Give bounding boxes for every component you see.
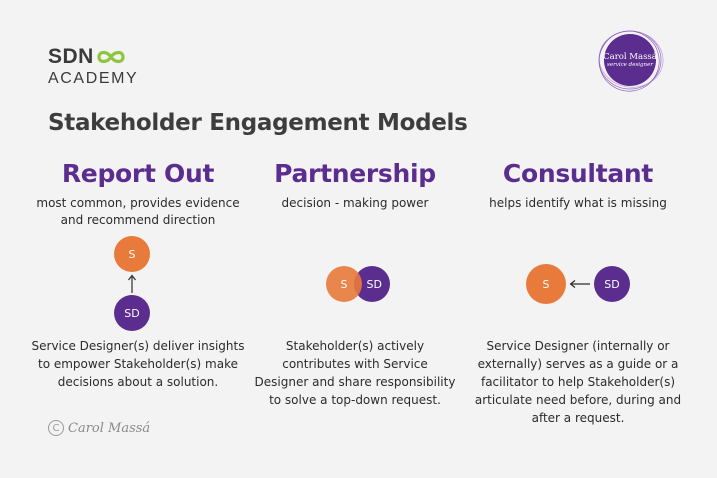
model-title-partnership: Partnership (274, 159, 436, 188)
subtitle-line: helps identify what is missing (489, 196, 667, 210)
description-line: Stakeholder(s) actively (285, 339, 425, 353)
arrow-up-icon (128, 274, 136, 293)
model-subtitle-consultant: helps identify what is missing (468, 195, 688, 212)
sdn-academy-logo: SDN ACADEMY (48, 46, 138, 88)
description-line: externally) serves as a guide or a (477, 357, 679, 371)
description-line: facilitator to help Stakeholder(s) (480, 375, 676, 389)
subtitle-line: and recommend direction (60, 213, 216, 227)
stakeholder-circle: S (326, 266, 362, 302)
badge-role: service designer (607, 61, 653, 68)
model-title-consultant: Consultant (502, 159, 654, 188)
copyright-credit: C Carol Massá (48, 420, 150, 436)
description-line: after a request. (531, 411, 625, 425)
designer-label: SD (366, 277, 382, 291)
description-line: contributes with Service (282, 357, 428, 371)
description-line: to empower Stakeholder(s) make (37, 357, 238, 371)
page-title: Stakeholder Engagement Models (48, 110, 468, 136)
designer-circle: SD (114, 295, 150, 331)
model-description-partnership: Stakeholder(s) actively contributes with… (245, 337, 465, 409)
model-description-report-out: Service Designer(s) deliver insights to … (28, 337, 248, 391)
stakeholder-circle: S (114, 236, 150, 272)
subtitle-line: most common, provides evidence (36, 196, 240, 210)
stakeholder-circle: S (526, 264, 566, 304)
description-line: Designer and share responsibility (254, 375, 456, 389)
description-line: decisions about a solution. (57, 375, 219, 389)
description-line: Service Designer (internally or (486, 339, 670, 353)
description-line: to solve a top-down request. (269, 393, 441, 407)
designer-circle: SD (354, 266, 390, 302)
badge-name: Carol Massá (603, 51, 657, 62)
model-subtitle-report-out: most common, provides evidence and recom… (28, 195, 248, 229)
model-description-consultant: Service Designer (internally or external… (468, 337, 688, 427)
designer-circle: SD (594, 266, 630, 302)
description-line: Service Designer(s) deliver insights (31, 339, 245, 353)
badge-circle-graphic (598, 30, 664, 92)
model-subtitle-partnership: decision - making power (245, 195, 465, 212)
badge-text: Carol Massá service designer (596, 28, 664, 92)
infinity-icon (97, 50, 125, 64)
arrow-left-icon (569, 280, 590, 288)
description-line: articulate need before, during and (474, 393, 682, 407)
subtitle-line: decision - making power (281, 196, 429, 210)
carol-massa-badge: Carol Massá service designer (596, 28, 664, 92)
logo-sdn-text: SDN (48, 45, 94, 68)
copyright-icon: C (48, 420, 64, 436)
credit-name: Carol Massá (68, 420, 151, 436)
model-title-report-out: Report Out (61, 159, 215, 188)
logo-academy-text: ACADEMY (48, 70, 139, 87)
